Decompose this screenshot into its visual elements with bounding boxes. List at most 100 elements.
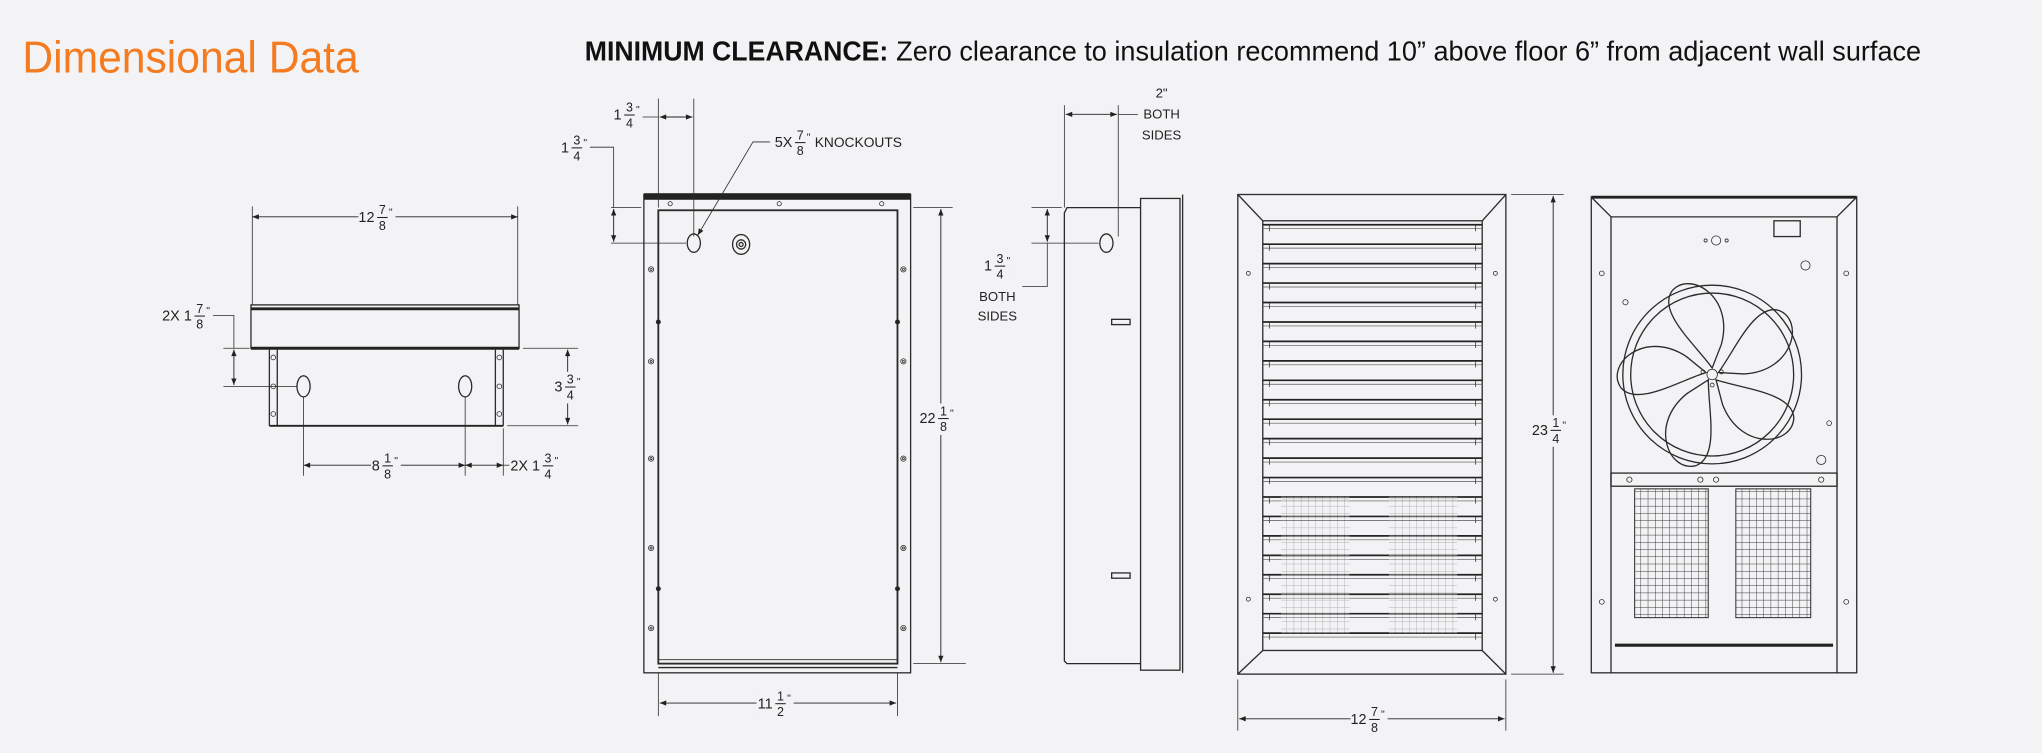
dimension-denominator: 2 [777,705,784,719]
knockout-icon [731,233,751,255]
dimension-denominator: 4 [567,388,574,402]
dimension-unit: " [583,137,587,149]
screw-icon [648,358,655,365]
screw-icon [900,625,907,632]
dimension-numerator: 7 [196,302,203,316]
dimension-unit: " [394,455,398,467]
dimension-whole: 2X 1 [162,309,192,325]
screw-icon [900,455,907,462]
screw-icon [648,266,655,273]
dimension-denominator: 4 [573,149,580,163]
dimension-unit: " [577,376,581,388]
label-background [1531,415,1569,447]
dimension-whole: 1 [984,259,992,275]
side-view: 2" BOTH SIDES BOTH SIDES [978,85,1184,673]
dimension-numerator: 1 [1552,416,1559,430]
dimension-unit: " [636,104,640,116]
label-background [756,688,794,721]
dimension-mount-offset: 2X 1 7 8" [161,300,213,333]
dimension-edge-offset: 2X 1 34 " [509,450,562,483]
dimension-unit: " [807,132,811,144]
heater-element-grille [1735,488,1812,619]
fan-blade [1668,283,1725,370]
dimension-whole: 2X 1 [510,458,540,474]
label-background [371,450,401,483]
heater-element-grille [1634,488,1709,619]
back-box-view [587,98,966,717]
dimension-unit: " [1007,255,1011,267]
dimension-whole: 12 [1351,712,1367,728]
dimension-unit: " [555,455,559,467]
dimension-numerator: 7 [379,203,386,217]
dimension-numerator: 3 [997,252,1004,266]
dimension-denominator: 8 [196,318,203,332]
screw-icon [900,266,907,273]
clearance-label: MINIMUM CLEARANCE: [585,35,889,66]
dimension-denominator: 4 [1552,432,1559,446]
screw-icon [648,455,655,462]
dimension-numerator: 1 [940,404,947,418]
dimension-numerator: 7 [797,128,804,142]
fan-blade [1665,378,1712,467]
dimension-whole: 8 [372,458,380,474]
dimension-unit: " [206,305,210,317]
side-depth-both: BOTH [1143,106,1179,121]
dimension-suffix: KNOCKOUTS [815,135,902,150]
dimension-numerator: 3 [626,101,633,115]
page-title: Dimensional Data [22,33,359,82]
dimension-unit: " [389,207,393,219]
dimension-whole: 11 [758,696,773,712]
fan-blade [1717,309,1793,375]
dimension-grille-width: 12 7 8" [1351,704,1388,736]
side-depth-value: 2" [1156,85,1168,100]
screw-icon [900,358,907,365]
dimension-denominator: 4 [626,116,633,130]
label-background [776,127,892,160]
knockout-icon [1099,233,1114,253]
rear-fan-view [1590,195,1858,674]
screw-icon [648,625,655,632]
dimension-denominator: 8 [797,144,804,158]
dimension-unit: " [1381,708,1385,720]
dimension-whole: 1 [614,108,622,124]
fan-blade [1715,378,1795,440]
clearance-text: Zero clearance to insulation recommend 1… [896,35,1921,66]
grille-front-view [1237,193,1564,731]
screw-icon [648,544,655,552]
label-background [919,403,957,435]
side-offset-both: BOTH [979,289,1015,304]
screw-icon [900,544,907,552]
dimension-grille-height: 23 1 4" [1532,415,1569,447]
dimension-whole: 12 [358,210,374,226]
dimension-denominator: 4 [997,268,1004,282]
dimension-unit: " [787,693,791,705]
dimension-whole: 3 [554,380,562,396]
dimension-numerator: 1 [384,452,391,466]
dimension-whole: 22 [920,411,936,427]
dimension-whole: 23 [1532,423,1548,439]
dimension-whole: 1 [561,140,569,156]
dimension-denominator: 8 [1371,721,1378,735]
label-background [560,132,590,165]
label-background [553,371,584,404]
fan-blade [1616,345,1708,396]
side-offset-sides: SIDES [978,309,1018,324]
dimension-numerator: 3 [544,452,551,466]
dimension-numerator: 3 [573,134,580,148]
dimension-unit: " [1562,419,1566,431]
fan-icon [1616,283,1803,467]
dimension-denominator: 8 [940,420,947,434]
dimension-numerator: 7 [1371,705,1378,719]
dimension-denominator: 4 [544,467,551,481]
label-background [983,251,1014,283]
label-background [358,202,396,234]
